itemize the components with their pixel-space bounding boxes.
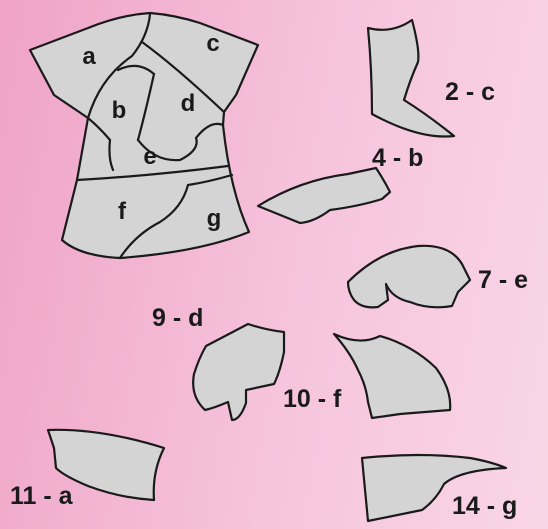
piece-shape-14-g (360, 453, 508, 523)
seam-de (136, 122, 225, 162)
piece-shape-7-e (346, 244, 472, 309)
assembled-garment: a c b d e f g (28, 11, 260, 260)
piece-2-c: 2 - c (366, 18, 495, 138)
piece-shape-11-a (46, 428, 166, 502)
caption-9-d: 9 - d (152, 304, 203, 332)
seam-bd (116, 64, 156, 142)
piece-9-d: 9 - d (152, 304, 286, 422)
seam-fg (118, 173, 234, 260)
piece-shape-4-b (256, 166, 392, 225)
caption-10-f: 10 - f (283, 385, 342, 413)
piece-11-a: 11 - a (10, 428, 166, 510)
piece-shape-9-d (192, 322, 286, 422)
seam-ab (86, 12, 152, 120)
piece-14-g: 14 - g (360, 453, 517, 523)
label-d: d (181, 90, 196, 117)
garment-outline (28, 11, 260, 260)
piece-shape-10-f (332, 332, 452, 420)
caption-14-g: 14 - g (452, 492, 517, 520)
caption-2-c: 2 - c (445, 78, 495, 106)
caption-7-e: 7 - e (478, 266, 528, 294)
label-g: g (207, 205, 222, 232)
label-a: a (82, 43, 96, 70)
seam-waist (75, 164, 230, 182)
piece-10-f: 10 - f (283, 332, 452, 420)
piece-4-b: 4 - b (256, 144, 423, 225)
piece-7-e: 7 - e (346, 244, 528, 309)
piece-shape-2-c (366, 18, 456, 138)
seam-be (86, 116, 115, 172)
caption-11-a: 11 - a (10, 482, 74, 510)
label-c: c (206, 30, 219, 57)
seam-cd (140, 40, 226, 114)
caption-4-b: 4 - b (372, 144, 423, 172)
label-b: b (112, 97, 127, 124)
label-e: e (143, 143, 156, 170)
label-f: f (118, 198, 127, 225)
